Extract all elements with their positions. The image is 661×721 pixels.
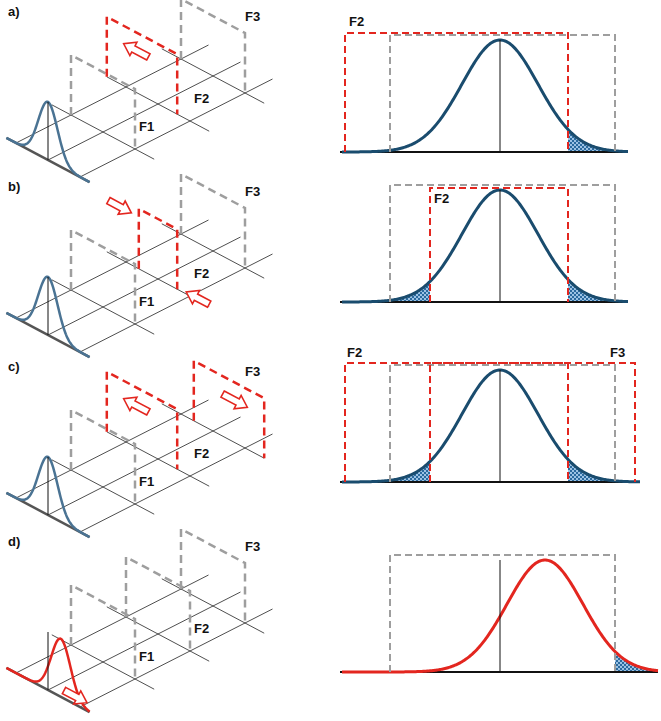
beam-profile	[6, 277, 89, 357]
grid-line	[162, 579, 264, 633]
frame-label: F2	[349, 14, 364, 29]
grid-line	[48, 592, 241, 690]
grid-line	[52, 280, 154, 334]
frame-label: F3	[610, 345, 625, 360]
panel-drawing	[6, 0, 272, 182]
frame-label: F3	[245, 364, 260, 379]
aperture	[390, 555, 615, 672]
grid-line	[107, 607, 209, 661]
grid-line	[52, 105, 154, 159]
grid-line	[48, 62, 241, 160]
frame-label: F3	[245, 184, 260, 199]
grid-line	[107, 77, 209, 131]
beam-axis	[48, 632, 49, 690]
move-arrow	[120, 37, 152, 63]
beam-profile	[342, 190, 628, 302]
grid-line	[16, 45, 209, 143]
frame-label: F2	[347, 345, 362, 360]
move-arrow	[105, 194, 135, 219]
frame-label: F1	[139, 294, 154, 309]
move-arrow	[219, 387, 251, 413]
frame-label: F3	[245, 539, 260, 554]
grid-line	[52, 635, 154, 689]
moved-aperture	[430, 188, 568, 302]
center-line	[500, 370, 501, 482]
frame	[181, 529, 245, 623]
aperture	[390, 185, 615, 302]
panel-label: c)	[8, 359, 20, 374]
frame-label: F1	[139, 474, 154, 489]
panel-label: d)	[8, 534, 20, 549]
center-line	[500, 40, 501, 152]
grid-line	[16, 400, 209, 498]
panel-drawing	[6, 174, 272, 357]
grid-line	[80, 434, 273, 532]
frame	[71, 230, 135, 324]
profile-plot	[340, 363, 640, 482]
moved-frame	[107, 17, 177, 114]
frame	[181, 0, 245, 93]
beam-axis	[48, 457, 49, 515]
move-arrow	[120, 392, 152, 418]
beam-profile	[6, 457, 89, 537]
beam-axis	[48, 277, 49, 335]
grid-line	[80, 609, 273, 707]
frame	[181, 174, 245, 268]
move-arrow	[60, 684, 90, 709]
panel-label: a)	[8, 4, 20, 19]
frame	[71, 410, 135, 504]
moved-aperture	[345, 363, 568, 482]
grid-line	[107, 432, 209, 486]
frame-label: F1	[139, 119, 154, 134]
profile-plot	[340, 555, 658, 672]
frame-label: F2	[194, 621, 209, 636]
moved-frame	[107, 372, 177, 469]
beam-axis	[48, 102, 49, 160]
moved-frame	[139, 209, 177, 289]
center-line	[500, 190, 501, 302]
center-line	[500, 560, 501, 672]
panel-drawing	[6, 529, 272, 712]
beam-profile	[6, 102, 89, 182]
panel-drawing	[6, 361, 272, 537]
aperture	[390, 365, 615, 482]
frame-label: F2	[194, 266, 209, 281]
moved-aperture	[345, 33, 568, 152]
grid-line	[16, 575, 209, 673]
beam-profile	[342, 40, 628, 152]
grid-line	[52, 460, 154, 514]
frame	[71, 55, 135, 149]
move-arrow	[183, 285, 213, 310]
grid-line	[48, 417, 241, 515]
beam-profile	[342, 370, 640, 482]
moved-frame	[194, 361, 264, 458]
grid-line	[48, 237, 241, 335]
moved-aperture	[430, 363, 635, 482]
frame-label: F2	[434, 191, 449, 206]
profile-plot	[340, 33, 628, 152]
grid-line	[80, 79, 273, 177]
aperture	[390, 35, 615, 152]
profile-plot	[340, 185, 628, 302]
panel-label: b)	[8, 179, 20, 194]
frame-label: F1	[139, 649, 154, 664]
frame-label: F2	[194, 91, 209, 106]
frame-label: F3	[245, 9, 260, 24]
grid-line	[16, 220, 209, 318]
grid-line	[80, 254, 273, 352]
frame-label: F2	[194, 446, 209, 461]
